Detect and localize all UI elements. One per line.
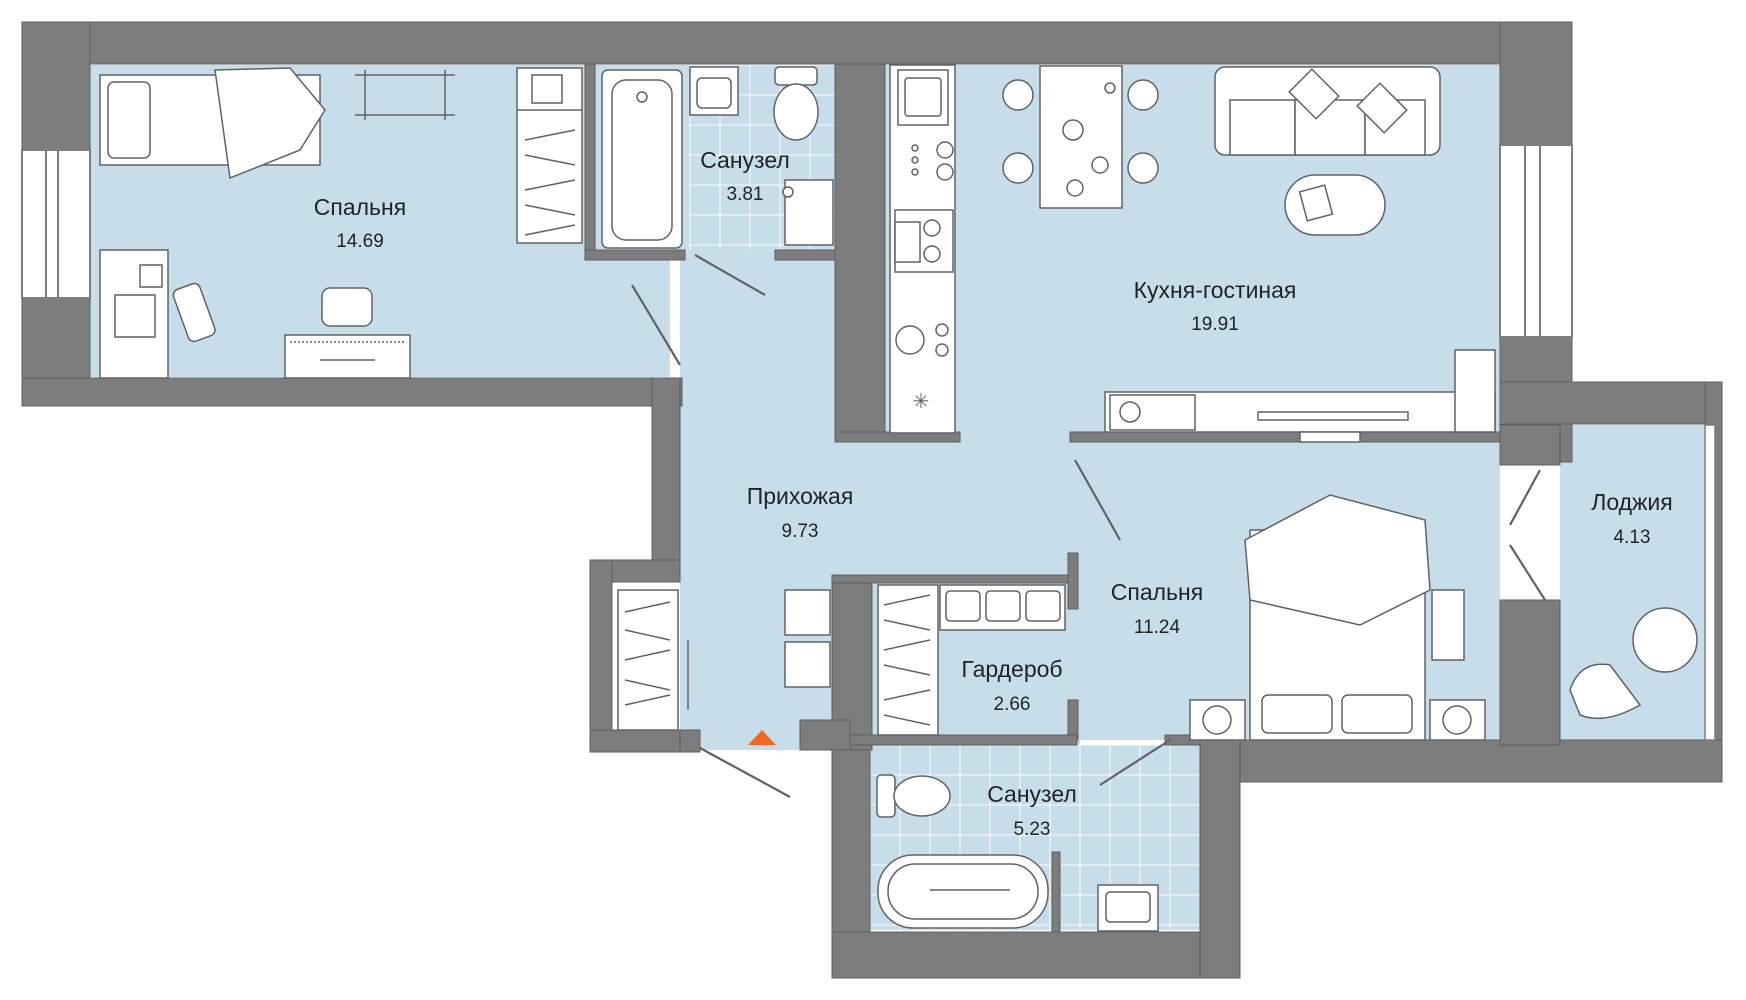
window-loggia: [1704, 424, 1716, 741]
wall-bath1-right: [834, 63, 886, 440]
bathtub-icon: [601, 69, 683, 249]
label-bedroom-1: Спальня: [314, 194, 406, 220]
doors: [631, 254, 1546, 798]
area-hallway: 9.73: [782, 521, 819, 542]
wall-loggia-top: [1499, 381, 1723, 425]
sink-icon: [689, 66, 739, 116]
wall-bedroom1-bottom: [21, 377, 683, 407]
walls: [21, 21, 1723, 979]
label-kitchen-living: Кухня-гостиная: [1134, 277, 1297, 303]
wall-wardrobe-bottom: [831, 734, 1078, 746]
toilet-icon: [773, 66, 819, 141]
toilet-2-icon: [876, 774, 951, 818]
area-bedroom-2: 11.24: [1134, 617, 1181, 638]
room-labels: Спальня 14.69 Санузел 3.81 Кухня-гостина…: [314, 147, 1673, 840]
door-bedroom-1: [631, 284, 681, 366]
washing-machine-icon: [782, 179, 834, 246]
wall-loggia-divider-bottom: [1499, 599, 1561, 746]
wall-bedroom1-right: [584, 63, 596, 261]
stove-icon: [894, 209, 954, 273]
ottoman-icon: [784, 589, 831, 688]
window-right: [1499, 144, 1573, 338]
sink-2-icon: [1097, 884, 1159, 932]
wall-bath1-bottom: [584, 249, 686, 261]
wall-hall-left: [651, 377, 681, 571]
door-bedroom-2: [1074, 459, 1121, 541]
shoe-cabinet-icon: [617, 589, 689, 731]
window-left: [21, 149, 91, 299]
entrance-arrow-icon: [748, 730, 776, 745]
door-bathroom-2: [1099, 739, 1171, 786]
wall-kitchen-bedroom2: [1069, 431, 1501, 443]
wall-hall-door-right: [799, 719, 851, 751]
wall-hall-nook-left: [589, 559, 613, 753]
wall-bath1-bottom-right: [774, 249, 836, 261]
wardrobe-icon: [516, 67, 583, 244]
tv-stand-icon: [284, 287, 411, 379]
wall-bath2-inner: [1051, 851, 1061, 933]
door-loggia-1: [1509, 469, 1541, 526]
dining-table-icon: [1002, 65, 1159, 209]
hob-icon: ✳: [895, 323, 949, 413]
sofa-icon: [1214, 66, 1441, 156]
desk-icon: [99, 249, 216, 379]
area-bathroom-1: 3.81: [727, 184, 764, 205]
wall-bath2-right: [1199, 739, 1241, 979]
wall-top: [21, 21, 1573, 65]
area-bathroom-2: 5.23: [1014, 819, 1051, 840]
wall-wardrobe-right: [1067, 552, 1079, 610]
area-wardrobe: 2.66: [994, 694, 1031, 715]
wall-bath2-bottom: [831, 931, 1241, 979]
armchair-icon: [1569, 607, 1698, 720]
tv-icon: [1104, 349, 1496, 443]
clothes-rack-icon: [355, 70, 455, 120]
label-hallway: Прихожая: [747, 483, 854, 509]
area-loggia: 4.13: [1614, 527, 1651, 548]
label-bathroom-2: Санузел: [987, 781, 1077, 807]
coffee-table-icon: [1284, 174, 1386, 236]
wardrobe-rack-icon: [877, 584, 1066, 736]
wall-wardrobe-top: [831, 574, 1071, 584]
bed-icon: [99, 67, 326, 180]
label-bedroom-2: Спальня: [1111, 579, 1203, 605]
windows: [21, 144, 1716, 741]
wall-wardrobe-right2: [1067, 699, 1079, 741]
wall-loggia-divider-top: [1499, 424, 1561, 466]
door-entrance: [699, 747, 791, 798]
wall-loggia-bottom: [1199, 739, 1723, 783]
double-bed-icon: [1189, 494, 1486, 741]
door-loggia-2: [1509, 544, 1546, 601]
area-kitchen-living: 19.91: [1191, 314, 1239, 335]
label-wardrobe: Гардероб: [961, 656, 1062, 682]
label-loggia: Лоджия: [1591, 489, 1673, 515]
wall-hall-door-left: [679, 729, 701, 753]
furniture: ✳: [99, 64, 1698, 932]
area-bedroom-1: 14.69: [336, 231, 384, 252]
svg-text:✳: ✳: [913, 389, 930, 413]
label-bathroom-1: Санузел: [700, 147, 790, 173]
door-bathroom-1: [694, 254, 766, 296]
bathtub-2-icon: [877, 854, 1049, 929]
